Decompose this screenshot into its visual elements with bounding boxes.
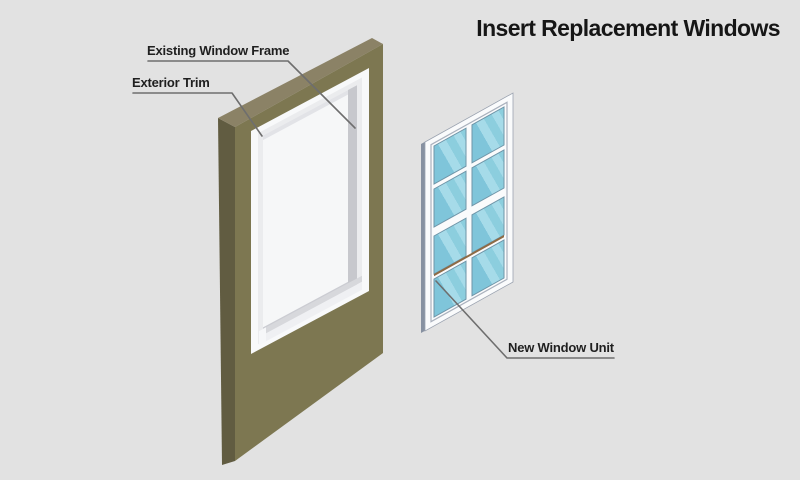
wall-side-face [218, 118, 235, 465]
opening-top-shade [263, 85, 357, 141]
sill-ledge-endcap [259, 327, 266, 345]
glass-pane-lower-right-2 [471, 239, 505, 297]
glass-pane-lower-left-2 [433, 260, 467, 318]
opening-interior [263, 85, 357, 337]
wall-top-face [218, 38, 383, 127]
label-exterior-trim: Exterior Trim [132, 75, 210, 90]
new-window-unit [421, 92, 514, 333]
glass-pane-upper-left-1 [433, 127, 467, 185]
sash-outline [430, 101, 508, 323]
label-existing-window-frame: Existing Window Frame [147, 43, 290, 58]
window-opening [251, 68, 369, 354]
sill-ledge-top [259, 275, 362, 337]
frame-right-jamb [348, 85, 357, 291]
label-new-window-unit: New Window Unit [508, 340, 614, 355]
glass-pane-upper-left-2 [433, 170, 467, 228]
check-rail-strip [434, 235, 504, 277]
glass-pane-upper-right-1 [471, 106, 505, 164]
callout-lines [132, 60, 615, 359]
leader-exterior-trim [132, 92, 263, 137]
diagram-title: Insert Replacement Windows [476, 15, 780, 41]
leader-new-window-unit [435, 280, 615, 359]
sill-ledge-front [259, 281, 362, 345]
leader-existing-window-frame [147, 60, 356, 129]
glass-pane-upper-right-2 [471, 149, 505, 207]
